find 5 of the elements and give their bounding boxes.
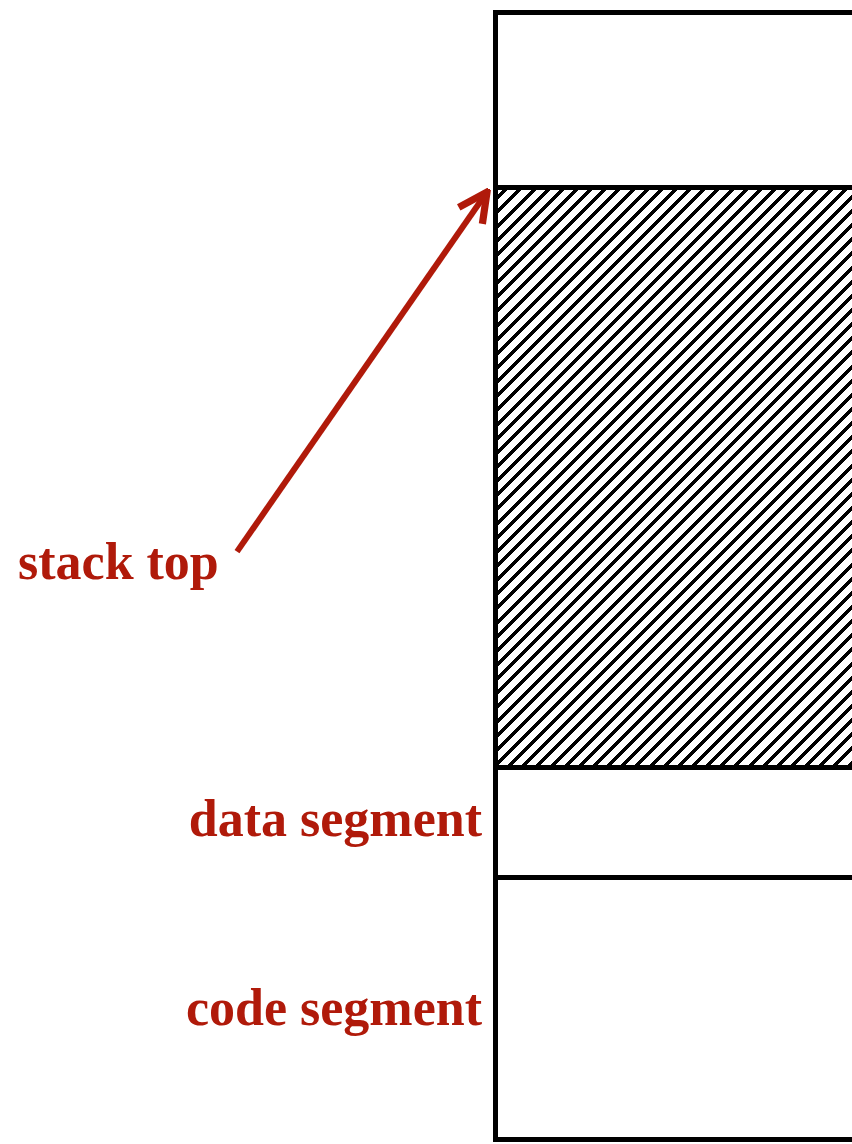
stack-region (493, 185, 852, 765)
segment-label: code segment (185, 981, 482, 1034)
leader-arrow (234, 188, 491, 554)
pointer-label: stack top (18, 536, 219, 588)
segment-label: data segment (188, 793, 482, 845)
